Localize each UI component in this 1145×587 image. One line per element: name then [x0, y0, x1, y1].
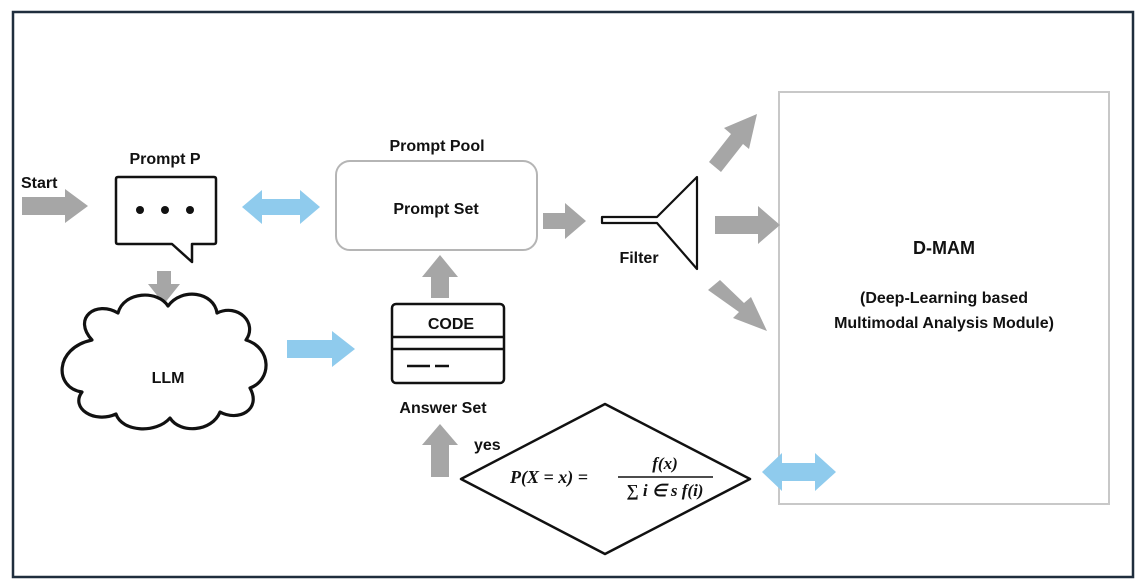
dmam-description-line1: (Deep-Learning based	[860, 290, 1028, 307]
prompt-p-label: Prompt P	[129, 151, 200, 168]
start-arrow	[22, 189, 88, 223]
dmam-module-box	[778, 91, 1110, 505]
yes-label: yes	[474, 437, 501, 454]
filter-out-arrow-down	[708, 280, 767, 331]
code-card-icon	[390, 302, 506, 385]
decision-exchange-arrow	[762, 453, 836, 491]
speech-bubble-icon	[114, 175, 218, 264]
formula-lhs: P(X = x) =	[509, 467, 588, 488]
formula-numerator: f(x)	[652, 454, 677, 473]
prompt-pool-label: Prompt Pool	[389, 138, 484, 155]
filter-funnel-icon	[600, 175, 699, 271]
start-label: Start	[21, 175, 58, 192]
code-label: CODE	[428, 316, 475, 333]
llm-to-answer-arrow	[287, 331, 355, 367]
filter-out-arrow-up	[709, 114, 757, 172]
prompt-exchange-arrow	[242, 190, 320, 224]
prompt-to-llm-arrow	[148, 271, 180, 304]
prompt-set-box	[335, 160, 538, 251]
formula-denominator: ∑ i ∈ s f(i)	[627, 481, 704, 500]
cloud-icon	[60, 292, 268, 431]
prompt-to-filter-arrow	[543, 203, 586, 239]
decision-diamond	[459, 402, 752, 556]
dmam-title: D-MAM	[913, 238, 975, 258]
answer-to-prompt-arrow	[422, 255, 458, 298]
probability-formula: P(X = x) = f(x) ∑ i ∈ s f(i)	[509, 454, 713, 500]
filter-label: Filter	[619, 250, 658, 267]
dmam-description-line2: Multimodal Analysis Module)	[834, 315, 1054, 332]
llm-label: LLM	[152, 370, 185, 387]
filter-out-arrow-middle	[715, 206, 780, 244]
answer-set-label: Answer Set	[399, 400, 487, 417]
prompt-set-label: Prompt Set	[393, 201, 479, 218]
yes-arrow	[422, 424, 458, 477]
